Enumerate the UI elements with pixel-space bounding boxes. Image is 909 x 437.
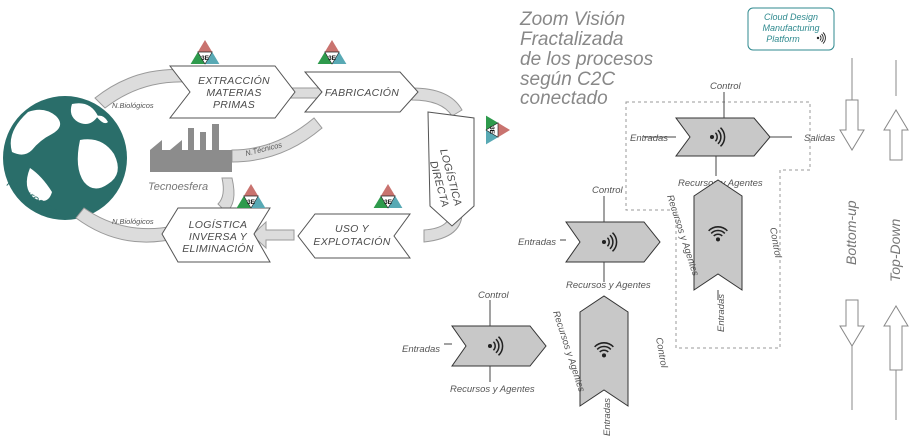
top-control-label: Control [710, 81, 742, 92]
block-vertical-top: Recursos y Agentes Control Entradas [664, 179, 783, 332]
svg-text:3E: 3E [201, 55, 210, 62]
zoom-frame [625, 101, 811, 349]
top-down-label: Top-Down [887, 218, 903, 282]
badge-3e-uso: 3E [373, 183, 403, 209]
fabricacion-label: FABRICACIÓN [325, 86, 399, 99]
vbottom-entradas-label: Entradas [602, 398, 613, 436]
globe-icon [3, 96, 127, 220]
title-line-3: de los procesos [520, 49, 654, 70]
bottom-control-label: Control [478, 290, 510, 301]
cloud-line-3: Platform [766, 34, 800, 44]
block-bottom: Control Entradas Recursos y Agentes [402, 290, 547, 395]
top-down-arrow: Top-Down [883, 60, 909, 420]
cloud-platform-box: Cloud Design Manufacturing Platform [747, 7, 835, 51]
svg-text:3E: 3E [247, 199, 256, 206]
process-inversa: LOGÍSTICA INVERSA Y ELIMINACIÓN [161, 207, 271, 263]
badge-3e-logistica: 3E [485, 115, 511, 145]
title-line-5: conectado [520, 88, 608, 109]
title-line-2: Fractalizada [520, 29, 624, 50]
inversa-line-2: INVERSA Y [189, 231, 248, 243]
block-vertical-bottom: Recursos y Agentes Control Entradas [550, 295, 669, 436]
svg-text:3E: 3E [328, 55, 337, 62]
title-line-1: Zoom Visión [519, 9, 625, 30]
middle-recursos-label: Recursos y Agentes [566, 280, 651, 291]
n-biologicos-top: N.Biológicos [112, 101, 154, 110]
factory-icon [150, 124, 232, 172]
badge-3e-fabricacion: 3E [317, 39, 347, 65]
badge-3e-inversa: 3E [236, 183, 266, 209]
cloud-line-1: Cloud Design [764, 12, 818, 22]
uso-line-2: EXPLOTACIÓN [313, 235, 390, 248]
middle-control-label: Control [592, 185, 624, 196]
vbottom-control-label: Control [653, 337, 669, 370]
process-extraccion: EXTRACCIÓN MATERIAS PRIMAS [168, 65, 296, 119]
process-logistica-directa: LOGÍSTICA DIRECTA [427, 111, 475, 227]
top-salidas-label: Salidas [804, 133, 835, 144]
tecnoesfera-label: Tecnoesfera [148, 181, 208, 193]
extraccion-line-1: EXTRACCIÓN [198, 74, 270, 87]
extraccion-line-2: MATERIAS [206, 87, 261, 99]
bottom-up-label: Bottom-up [843, 200, 859, 265]
process-fabricacion: FABRICACIÓN [303, 71, 419, 113]
title-line-4: según C2C [520, 69, 615, 90]
cloud-line-2: Manufacturing [762, 23, 819, 33]
block-middle: Control Entradas Recursos y Agentes [518, 185, 661, 291]
bottom-up-arrow: Bottom-up [839, 58, 865, 410]
inversa-line-1: LOGÍSTICA [189, 218, 248, 231]
vtop-control-label: Control [767, 227, 783, 260]
diagram-title: Zoom Visión Fractalizada de los procesos… [519, 9, 654, 109]
process-uso: USO Y EXPLOTACIÓN [297, 213, 411, 259]
svg-text:3E: 3E [384, 199, 393, 206]
vtop-entradas-label: Entradas [716, 294, 727, 332]
middle-entradas-label: Entradas [518, 237, 556, 248]
inversa-line-3: ELIMINACIÓN [182, 242, 254, 255]
badge-3e-extraccion: 3E [190, 39, 220, 65]
bottom-recursos-label: Recursos y Agentes [450, 384, 535, 395]
uso-line-1: USO Y [335, 223, 370, 235]
block-top: Control Entradas Salidas Recursos y Agen… [630, 81, 835, 189]
n-biologicos-bottom: N.Biológicos [112, 217, 154, 226]
svg-text:3E: 3E [488, 126, 495, 135]
bottom-entradas-label: Entradas [402, 344, 440, 355]
top-entradas-label: Entradas [630, 133, 668, 144]
extraccion-line-3: PRIMAS [213, 99, 255, 111]
